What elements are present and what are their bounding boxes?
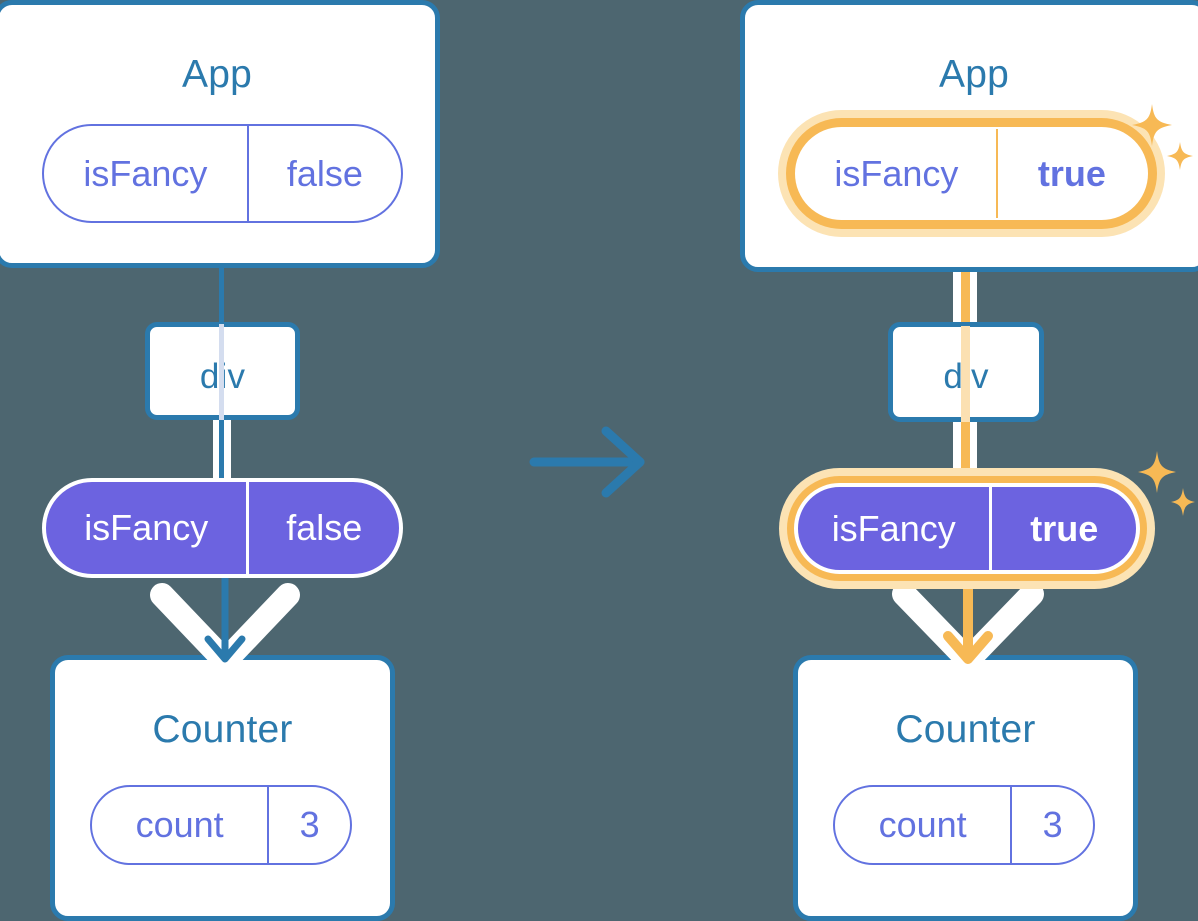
arrow-prop-to-counter-after [892,572,1044,670]
page-title-app-before: App [182,53,252,96]
prop-pill-value: false [246,482,399,574]
connector-through-div-left [219,324,224,420]
state-pill-value: 3 [1010,787,1093,863]
state-pill-isfancy-after[interactable]: isFancy true [795,127,1148,220]
state-pill-value: 3 [267,787,350,863]
arrow-prop-to-counter-before [150,575,300,671]
prop-pill-isfancy-before[interactable]: isFancy false [42,478,403,578]
state-pill-isfancy-before[interactable]: isFancy false [42,124,403,223]
state-pill-key: count [135,804,224,845]
prop-pill-key: isFancy [84,507,209,548]
sparkle-icon-app [1132,104,1193,170]
connector-div-to-prop-left [219,418,224,484]
state-pill-value: false [246,126,401,221]
prop-pill-key: isFancy [831,507,956,549]
page-title-app-after: App [939,53,1009,96]
state-pill-key: isFancy [834,152,959,194]
prop-pill-value: true [989,487,1136,570]
connector-through-div-right [961,326,970,422]
connector-app-to-div-right [961,222,970,326]
connector-div-to-prop-right [961,418,970,484]
sparkle-icon-prop [1138,451,1195,516]
state-pill-key: count [878,804,967,845]
state-pill-count-before[interactable]: count 3 [90,785,352,865]
state-pill-count-after[interactable]: count 3 [833,785,1095,865]
page-title-counter-before: Counter [152,708,293,751]
transition-arrow-icon [529,426,645,498]
state-pill-key: isFancy [83,152,208,194]
prop-pill-isfancy-after[interactable]: isFancy true [794,483,1140,574]
connector-app-to-div-left [219,262,224,324]
highlight-inner-app-pill [795,127,1148,220]
page-title-counter-after: Counter [895,708,1036,751]
state-pill-value: true [995,129,1146,218]
